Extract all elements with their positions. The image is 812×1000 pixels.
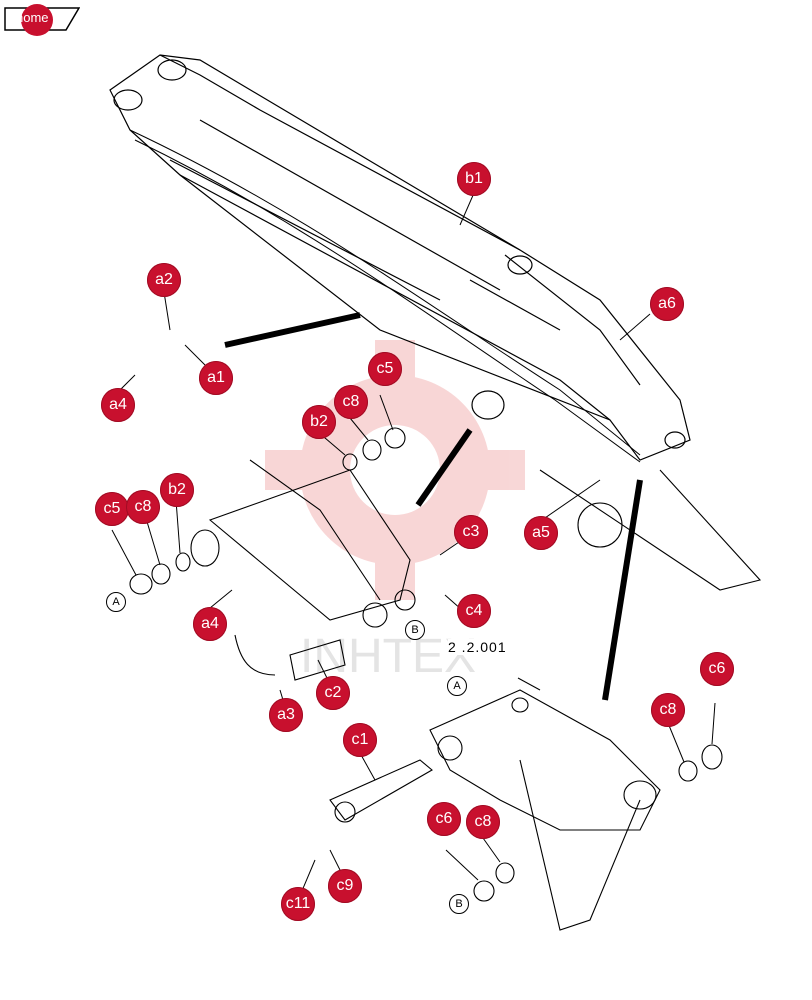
- callout-c8[interactable]: c8: [126, 490, 160, 524]
- callout-b2[interactable]: b2: [302, 405, 336, 439]
- callout-c4[interactable]: c4: [457, 594, 491, 628]
- ref-marker-a: A: [106, 592, 126, 612]
- callout-c1[interactable]: c1: [343, 723, 377, 757]
- arm-outline: [109, 54, 691, 461]
- ref-marker-b: B: [405, 620, 425, 640]
- callout-c8[interactable]: c8: [651, 693, 685, 727]
- callout-c3[interactable]: c3: [454, 515, 488, 549]
- home-dot: [21, 4, 53, 36]
- callout-c8[interactable]: c8: [466, 805, 500, 839]
- home-label: home: [16, 10, 49, 25]
- washers: [129, 427, 723, 902]
- callout-a5[interactable]: a5: [524, 516, 558, 550]
- home-button[interactable]: home: [4, 4, 80, 36]
- callout-c9[interactable]: c9: [328, 869, 362, 903]
- ref-marker-a: A: [447, 676, 467, 696]
- ref-marker-b: B: [449, 894, 469, 914]
- leader-lines: [224, 312, 643, 701]
- callout-b2[interactable]: b2: [160, 473, 194, 507]
- callout-c5[interactable]: c5: [368, 352, 402, 396]
- callout-a6[interactable]: a6: [650, 287, 684, 321]
- callout-c6[interactable]: c6: [700, 652, 734, 696]
- callout-a4[interactable]: a4: [101, 388, 135, 422]
- callout-a2[interactable]: a2: [147, 263, 181, 297]
- callout-c5[interactable]: c5: [95, 492, 129, 536]
- watermark-text: INHTEX: [300, 630, 476, 683]
- callout-a1[interactable]: a1: [199, 361, 233, 395]
- callout-c2[interactable]: c2: [316, 676, 350, 710]
- callout-a4[interactable]: a4: [193, 607, 227, 641]
- watermark-gear: [265, 340, 525, 600]
- hose-lines: [129, 129, 641, 463]
- callout-c8[interactable]: c8: [334, 385, 368, 419]
- link-assembly: [190, 459, 416, 681]
- reference-code: 2 .2.001: [448, 639, 507, 655]
- callout-c11[interactable]: c11: [281, 887, 315, 931]
- callout-b1[interactable]: b1: [457, 162, 491, 196]
- cylinder: [519, 469, 762, 931]
- callout-c6[interactable]: c6: [427, 802, 461, 846]
- boom-end: [329, 689, 661, 831]
- callout-a3[interactable]: a3: [269, 698, 303, 732]
